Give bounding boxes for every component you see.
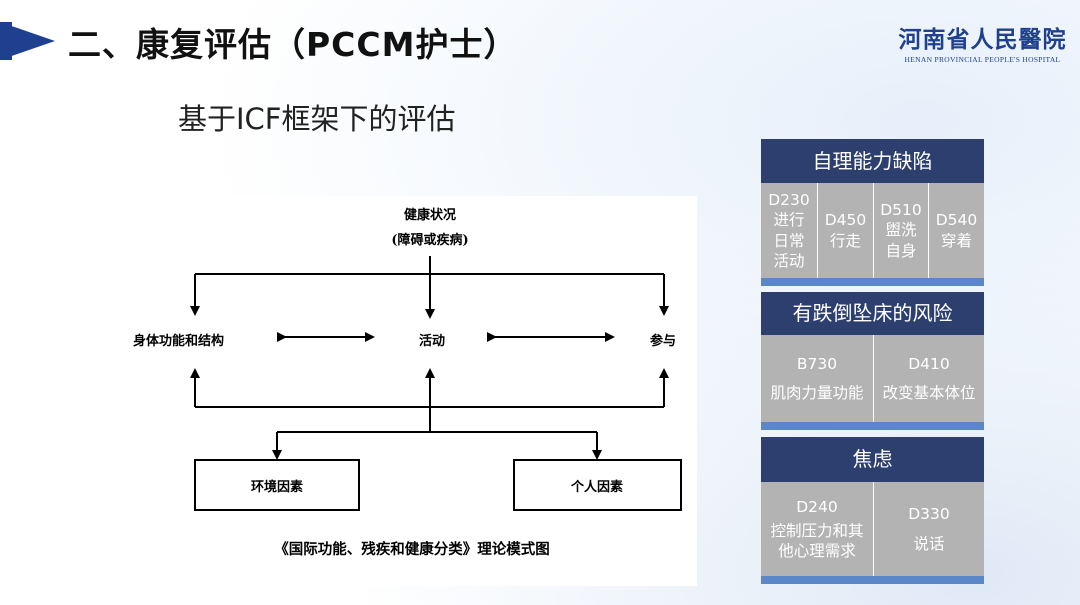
item-d410: D410 改变基本体位 [873,335,984,422]
title-arrow-icon [0,22,55,60]
code-d330: D330 [908,505,950,524]
fall-risk-title: 有跌倒坠床的风险 [761,292,984,335]
self-care-grid: D230 进行 日常 活动 D450 行走 D510 盥洗 自身 D540 穿着 [761,183,984,278]
d410-text: 改变基本体位 [882,384,976,402]
code-d510: D510 [880,201,922,220]
logo-chinese-name: 河南省人民醫院 [898,26,1067,53]
hospital-logo: 河南省人民醫院 HENAN PROVINCIAL PEOPLE'S HOSPIT… [895,20,1070,64]
d230-line3: 活动 [773,251,805,270]
item-d540: D540 穿着 [928,183,984,278]
participation-label: 参与 [650,334,677,349]
icf-diagram: 健康状况 (障碍或疾病) 身体功能和结构 活动 参与 环境因素 个人因素 《国际… [127,196,697,586]
item-d510: D510 盥洗 自身 [873,183,928,278]
self-care-title: 自理能力缺陷 [761,139,984,183]
subtitle: 基于ICF框架下的评估 [178,102,456,136]
d510-line1: 盥洗 [885,221,917,240]
activity-label: 活动 [418,334,446,349]
b730-text: 肌肉力量功能 [770,384,864,402]
page-title: 二、康复评估（PCCM护士） [68,25,518,64]
d230-line2: 日常 [773,231,805,250]
anxiety-title: 焦虑 [761,437,984,482]
item-b730: B730 肌肉力量功能 [761,335,873,422]
health-condition-label: 健康状况 [403,208,457,223]
self-care-footer-bar [761,278,984,286]
icf-diagram-lines [190,256,682,511]
logo-english-name: HENAN PROVINCIAL PEOPLE'S HOSPITAL [904,55,1061,64]
diagram-caption: 《国际功能、残疾和健康分类》理论模式图 [274,541,550,558]
code-d540: D540 [935,211,978,230]
fall-risk-footer-bar [761,422,984,430]
code-d240: D240 [796,498,838,517]
d240-line2: 他心理需求 [778,541,856,560]
item-d330: D330 说话 [873,482,984,576]
anxiety-grid: D240 控制压力和其 他心理需求 D330 说话 [761,482,984,576]
anxiety-footer-bar [761,576,984,584]
d510-line2: 自身 [885,241,917,260]
d540-line1: 穿着 [940,231,972,250]
d240-text: 控制压力和其 他心理需求 [770,522,863,561]
self-care-section: 自理能力缺陷 D230 进行 日常 活动 D450 行走 D510 盥洗 自身 … [761,139,984,286]
d240-line1: 控制压力和其 [770,522,864,541]
d230-line1: 进行 [773,211,805,230]
code-d230: D230 [768,191,810,210]
code-d450: D450 [824,211,867,230]
anxiety-section: 焦虑 D240 控制压力和其 他心理需求 D330 说话 [761,437,984,584]
code-d410: D410 [908,354,950,373]
item-d450: D450 行走 [817,183,873,278]
item-d230: D230 进行 日常 活动 [761,183,817,278]
health-condition-sublabel: (障碍或疾病) [391,233,469,248]
d450-line1: 行走 [829,231,861,250]
personal-factors-label: 个人因素 [570,480,624,495]
env-factors-label: 环境因素 [250,480,304,495]
env-factors-box [194,459,360,511]
item-d240: D240 控制压力和其 他心理需求 [761,482,873,576]
fall-risk-grid: B730 肌肉力量功能 D410 改变基本体位 [761,335,984,422]
personal-factors-box [513,459,682,511]
code-b730: B730 [796,354,838,373]
body-function-label: 身体功能和结构 [133,334,225,349]
fall-risk-section: 有跌倒坠床的风险 B730 肌肉力量功能 D410 改变基本体位 [761,292,984,430]
d330-text: 说话 [913,534,945,553]
